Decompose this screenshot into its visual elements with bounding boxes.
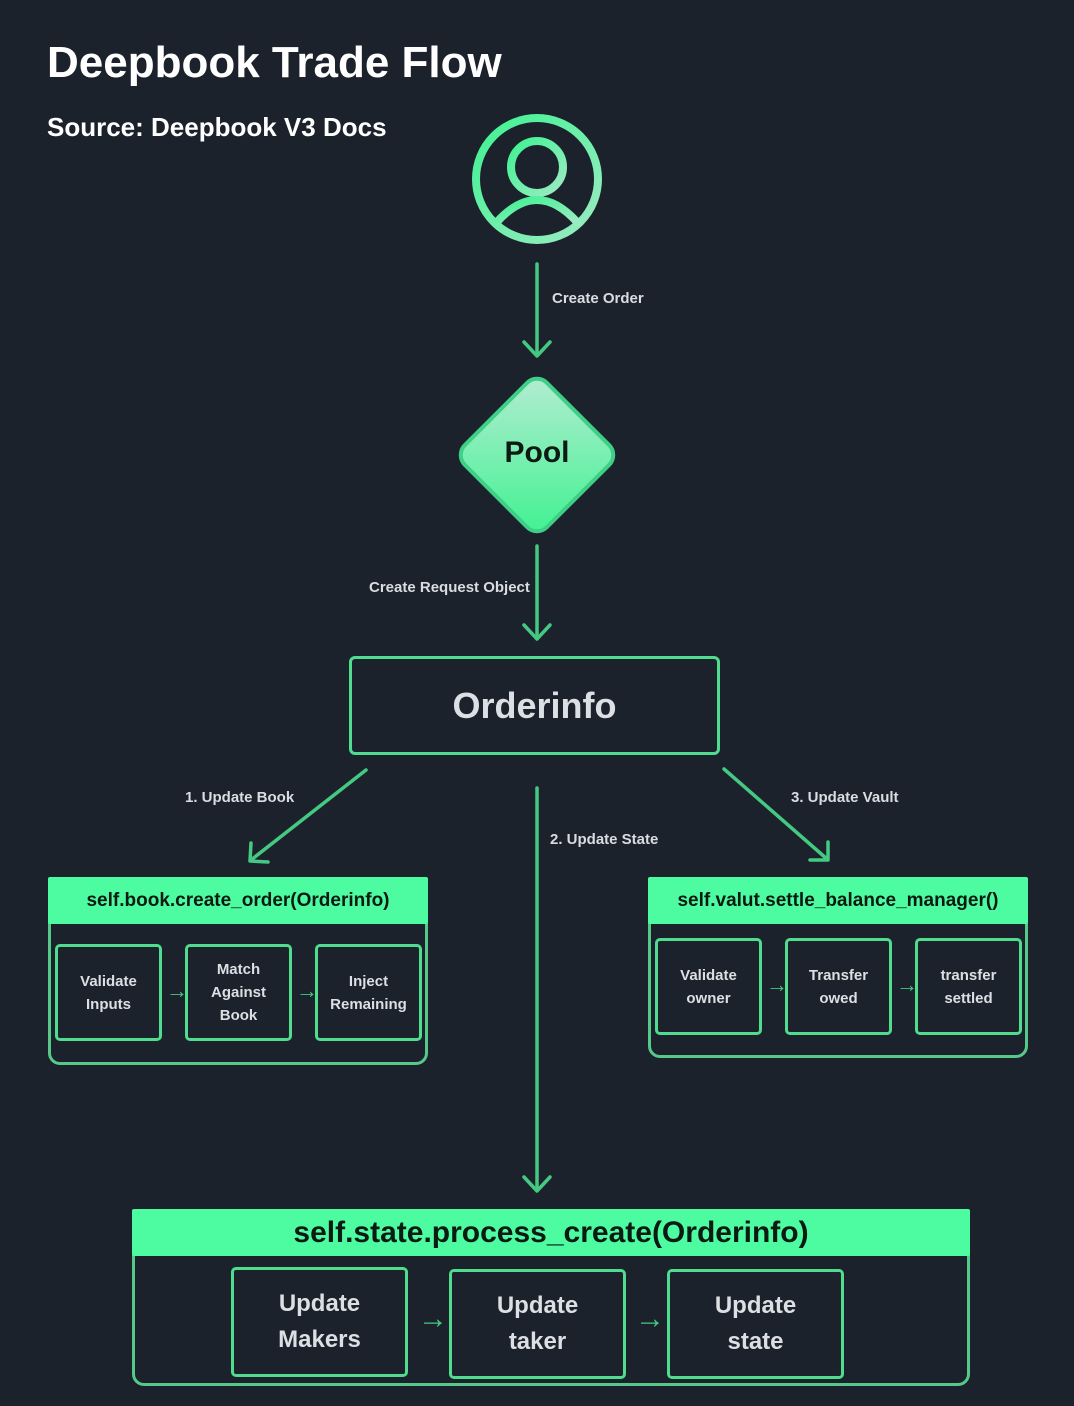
book-create-order-group: self.book.create_order(Orderinfo) Valida… (48, 877, 428, 1065)
edge-label-create-order: Create Order (552, 290, 644, 307)
pool-node (458, 376, 616, 534)
step-transfer-settled: transfer settled (915, 938, 1022, 1035)
pool-label: Pool (504, 436, 570, 469)
orderinfo-node: Orderinfo (349, 656, 720, 755)
edge-label-update-state: 2. Update State (550, 831, 659, 848)
step-arrow-icon: → (166, 978, 188, 1003)
arrow-update-state (522, 786, 552, 1193)
arrow-create-request (522, 544, 552, 641)
arrow-update-vault (722, 767, 830, 862)
vault-settle-group: self.valut.settle_balance_manager() Vali… (648, 877, 1028, 1058)
step-arrow-icon: → (896, 972, 918, 997)
step-validate-inputs: Validate Inputs (55, 944, 162, 1041)
step-update-makers: Update Makers (231, 1267, 408, 1377)
state-process-create-group: self.state.process_create(Orderinfo) Upd… (132, 1209, 970, 1386)
step-validate-owner: Validate owner (655, 938, 762, 1035)
step-arrow-icon: → (296, 978, 318, 1003)
step-inject-remaining: Inject Remaining (315, 944, 422, 1041)
diagram-title: Deepbook Trade Flow (47, 38, 502, 87)
step-arrow-icon: → (766, 972, 788, 997)
step-match-against-book: Match Against Book (185, 944, 292, 1041)
step-arrow-icon: → (418, 1302, 448, 1335)
book-group-header: self.book.create_order(Orderinfo) (48, 877, 428, 924)
diagram-subtitle: Source: Deepbook V3 Docs (47, 112, 387, 142)
edge-label-update-vault: 3. Update Vault (791, 789, 899, 806)
edge-label-create-request: Create Request Object (369, 579, 530, 596)
arrow-update-book (248, 768, 368, 864)
user-avatar-icon (472, 114, 602, 244)
arrow-create-order (522, 262, 552, 358)
edge-label-update-book: 1. Update Book (185, 789, 295, 806)
step-update-state: Update state (667, 1269, 844, 1379)
vault-group-header: self.valut.settle_balance_manager() (648, 877, 1028, 924)
step-transfer-owed: Transfer owed (785, 938, 892, 1035)
step-arrow-icon: → (635, 1302, 665, 1335)
state-group-header: self.state.process_create(Orderinfo) (132, 1209, 970, 1256)
step-update-taker: Update taker (449, 1269, 626, 1379)
